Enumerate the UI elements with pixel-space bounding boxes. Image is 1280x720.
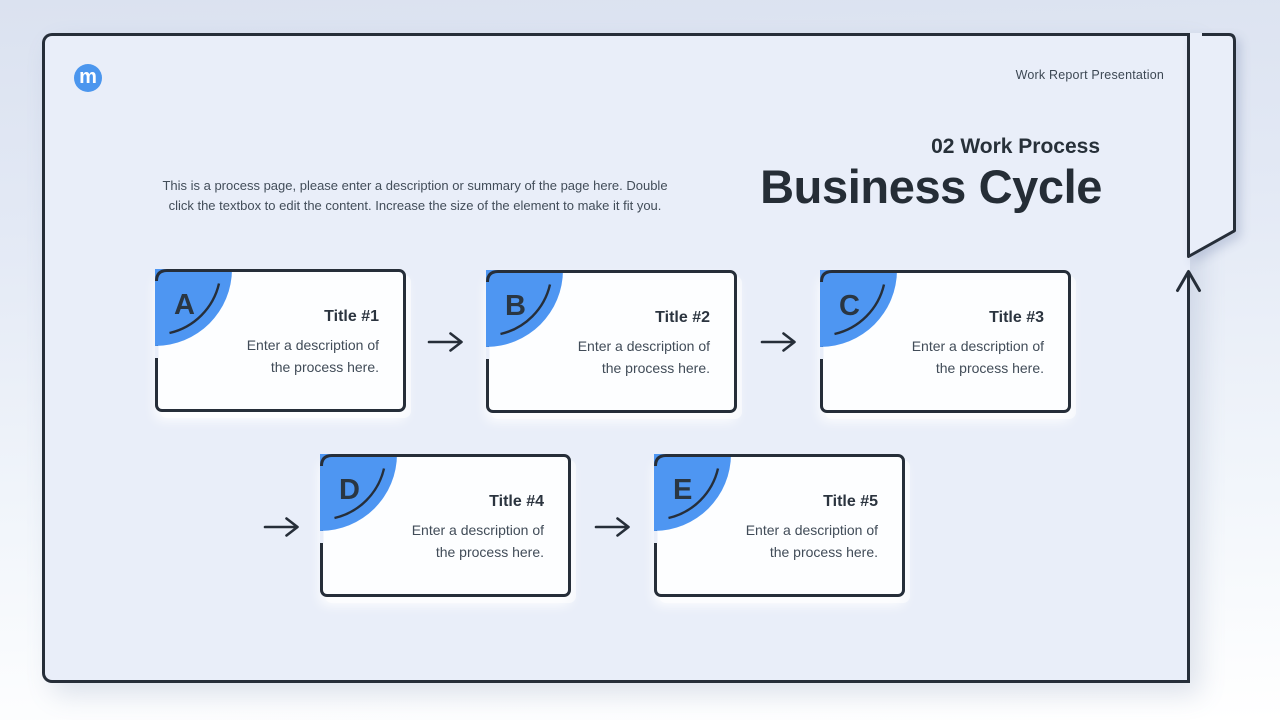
card-title[interactable]: Title #5	[823, 493, 878, 510]
corner-fan-icon: C	[820, 270, 904, 359]
page-description-line1: This is a process page, please enter a d…	[162, 178, 668, 193]
card-title[interactable]: Title #3	[989, 309, 1044, 326]
header-label[interactable]: Work Report Presentation	[1015, 68, 1164, 82]
arrow-right-icon	[594, 516, 632, 538]
step-letter: B	[505, 290, 526, 322]
step-letter: A	[174, 289, 195, 321]
slide-canvas: m Work Report Presentation 02 Work Proce…	[42, 33, 1190, 683]
corner-fan-icon: A	[155, 269, 239, 358]
page-description-textbox[interactable]: This is a process page, please enter a d…	[140, 176, 690, 215]
page-description-line2: click the textbox to edit the content. I…	[168, 197, 662, 213]
arrow-right-icon	[263, 516, 301, 538]
card-title[interactable]: Title #2	[655, 309, 710, 326]
step-letter: D	[339, 474, 360, 506]
bookmark-ribbon	[1187, 33, 1236, 258]
page-title[interactable]: Business Cycle	[760, 160, 1102, 213]
card-title[interactable]: Title #1	[324, 308, 379, 325]
card-title[interactable]: Title #4	[489, 493, 544, 510]
corner-fan-icon: E	[654, 454, 738, 543]
corner-fan-icon: B	[486, 270, 570, 359]
section-kicker[interactable]: 02 Work Process	[931, 135, 1100, 158]
arrow-right-icon	[760, 331, 798, 353]
step-letter: C	[839, 290, 860, 322]
brand-logo-icon: m	[74, 64, 102, 92]
arrow-right-icon	[427, 331, 465, 353]
corner-fan-icon: D	[320, 454, 404, 543]
step-letter: E	[673, 474, 692, 506]
